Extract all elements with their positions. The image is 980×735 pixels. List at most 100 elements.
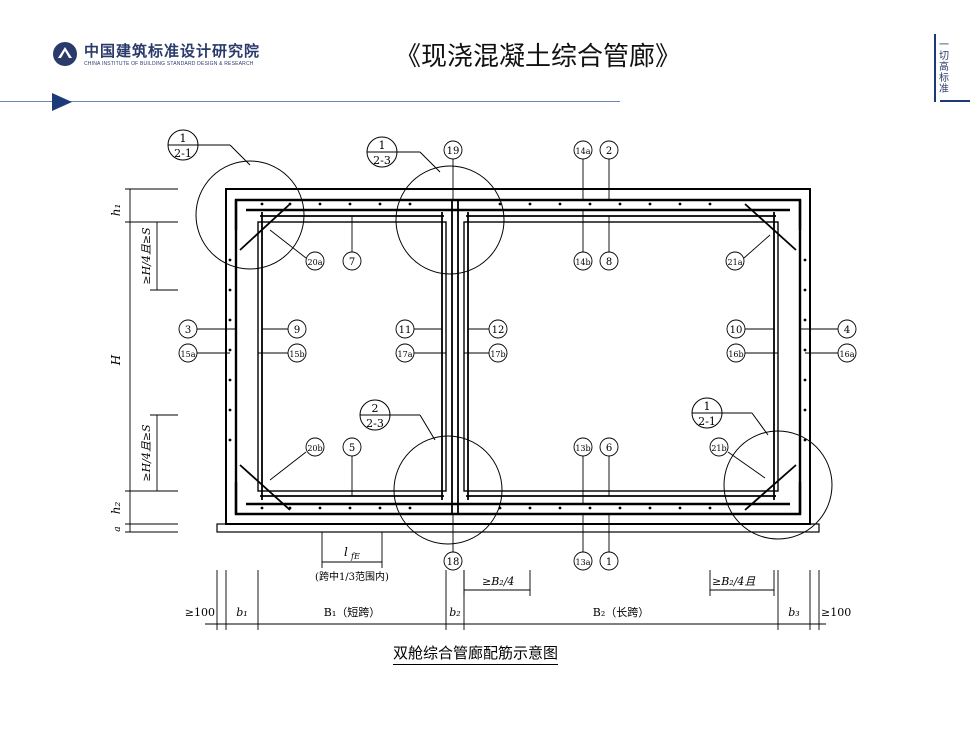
callout-2: 2 xyxy=(599,140,619,200)
svg-text:20b: 20b xyxy=(307,444,322,453)
org-name-cn: 中国建筑标准设计研究院 xyxy=(84,42,261,60)
svg-text:13a: 13a xyxy=(576,558,591,567)
dim-h2: h₂ xyxy=(109,502,123,515)
detail-ref-4: 1 2-1 xyxy=(691,397,769,436)
callout-14a: 14a xyxy=(573,140,593,200)
callout-8: 8 xyxy=(599,216,619,271)
svg-text:7: 7 xyxy=(349,257,355,268)
callout-9: 9 xyxy=(262,319,307,339)
svg-text:1: 1 xyxy=(704,400,711,413)
detail-ref-3: 2 2-3 xyxy=(359,399,436,441)
dim-b2-quarter: ≥B₂/4 xyxy=(482,575,514,588)
outer-rebar xyxy=(234,198,802,516)
dim-top-haunch: ≥H/4且≥S xyxy=(140,227,153,285)
svg-text:1: 1 xyxy=(379,139,386,152)
svg-text:18: 18 xyxy=(447,557,460,568)
svg-text:20a: 20a xyxy=(308,258,323,267)
header-divider xyxy=(0,101,620,102)
logo-icon xyxy=(53,41,77,66)
inner-rebar xyxy=(260,200,776,514)
svg-text:2-3: 2-3 xyxy=(373,154,391,167)
callout-15b: 15b xyxy=(258,343,307,363)
detail-ref-2: 1 2-3 xyxy=(366,136,441,173)
side-accent-bar xyxy=(934,34,936,102)
svg-text:17a: 17a xyxy=(398,350,413,359)
callout-16a: 16a xyxy=(805,343,857,363)
svg-text:16a: 16a xyxy=(840,350,855,359)
svg-text:9: 9 xyxy=(294,325,300,336)
svg-text:1: 1 xyxy=(180,132,187,145)
svg-text:19: 19 xyxy=(447,146,460,157)
dim-h1: h₁ xyxy=(109,204,123,217)
detail-ref-1: 1 2-1 xyxy=(167,129,251,166)
svg-text:11: 11 xyxy=(399,325,412,336)
callout-13a: 13a xyxy=(573,514,593,571)
svg-text:15a: 15a xyxy=(181,350,196,359)
callout-4: 4 xyxy=(800,319,857,339)
page-title: 《现浇混凝土综合管廊》 xyxy=(395,42,682,72)
cushion-layer xyxy=(216,523,820,533)
callout-14b: 14b xyxy=(573,210,593,271)
svg-text:3: 3 xyxy=(185,325,191,336)
diagram-caption: 双舱综合管廊配筋示意图 xyxy=(393,642,559,665)
svg-text:17b: 17b xyxy=(490,350,505,359)
left-dim-labels: h₁ H h₂ a ≥H/4且≥S ≥H/4且≥S xyxy=(109,204,153,532)
left-dimensions xyxy=(125,188,178,533)
callout-19: 19 xyxy=(443,140,463,200)
svg-text:2-1: 2-1 xyxy=(174,147,192,160)
svg-text:10: 10 xyxy=(730,325,743,336)
svg-text:21b: 21b xyxy=(711,444,726,453)
dim-lfe-sub: fE xyxy=(350,552,360,561)
callout-17b: 17b xyxy=(464,343,508,363)
svg-text:21a: 21a xyxy=(728,258,743,267)
lfe-dimension xyxy=(321,532,383,568)
svg-text:15b: 15b xyxy=(289,350,304,359)
callout-11: 11 xyxy=(395,319,442,339)
svg-text:2: 2 xyxy=(606,146,612,157)
callout-12: 12 xyxy=(468,319,508,339)
callout-3: 3 xyxy=(178,319,236,339)
dim-b1: b₁ xyxy=(236,606,247,619)
org-name-en: CHINA INSTITUTE OF BUILDING STANDARD DES… xyxy=(84,61,254,67)
callout-16b: 16b xyxy=(726,343,778,363)
callout-5: 5 xyxy=(342,437,362,496)
dim-H: H xyxy=(109,354,123,366)
svg-text:2: 2 xyxy=(372,402,379,415)
svg-text:14a: 14a xyxy=(576,147,591,156)
svg-text:16b: 16b xyxy=(728,350,743,359)
haunch-rebar xyxy=(239,203,797,511)
svg-text:8: 8 xyxy=(606,257,612,268)
right-cell xyxy=(463,221,779,492)
dim-lfe: l xyxy=(344,545,348,559)
dim-a: a xyxy=(113,526,123,531)
svg-text:1: 1 xyxy=(606,557,612,568)
svg-text:14b: 14b xyxy=(575,258,590,267)
dim-b3: b₃ xyxy=(788,606,799,619)
dim-b2-quarter-and: ≥B₂/4且 xyxy=(712,575,755,588)
callout-17a: 17a xyxy=(395,343,446,363)
callout-21a: 21a xyxy=(725,234,771,271)
svg-text:12: 12 xyxy=(492,325,505,336)
dim-ge100-right: ≥100 xyxy=(821,606,851,619)
svg-text:6: 6 xyxy=(606,443,612,454)
dim-lfe-note: (跨中1/3范围内) xyxy=(315,570,389,583)
bottom-dimensions xyxy=(205,570,826,630)
callout-13b: 13b xyxy=(573,437,593,504)
callout-7: 7 xyxy=(342,216,362,271)
callout-6: 6 xyxy=(599,437,619,496)
dim-bottom-haunch: ≥H/4且≥S xyxy=(140,424,153,482)
callout-1: 1 xyxy=(599,514,619,571)
svg-text:4: 4 xyxy=(844,325,850,336)
dim-B1: B₁（短跨） xyxy=(324,605,381,619)
dim-ge100-left: ≥100 xyxy=(185,606,215,619)
callout-20a: 20a xyxy=(269,229,325,271)
play-arrow-icon xyxy=(52,93,72,111)
side-tag: 一切高标准 xyxy=(939,40,949,95)
svg-text:13b: 13b xyxy=(575,444,590,453)
distribution-bars xyxy=(228,202,807,510)
callout-20b: 20b xyxy=(269,437,325,481)
org-logo: 中国建筑标准设计研究院 CHINA INSTITUTE OF BUILDING … xyxy=(52,40,260,67)
dim-b2: b₂ xyxy=(449,606,460,619)
outer-wall xyxy=(225,188,811,525)
